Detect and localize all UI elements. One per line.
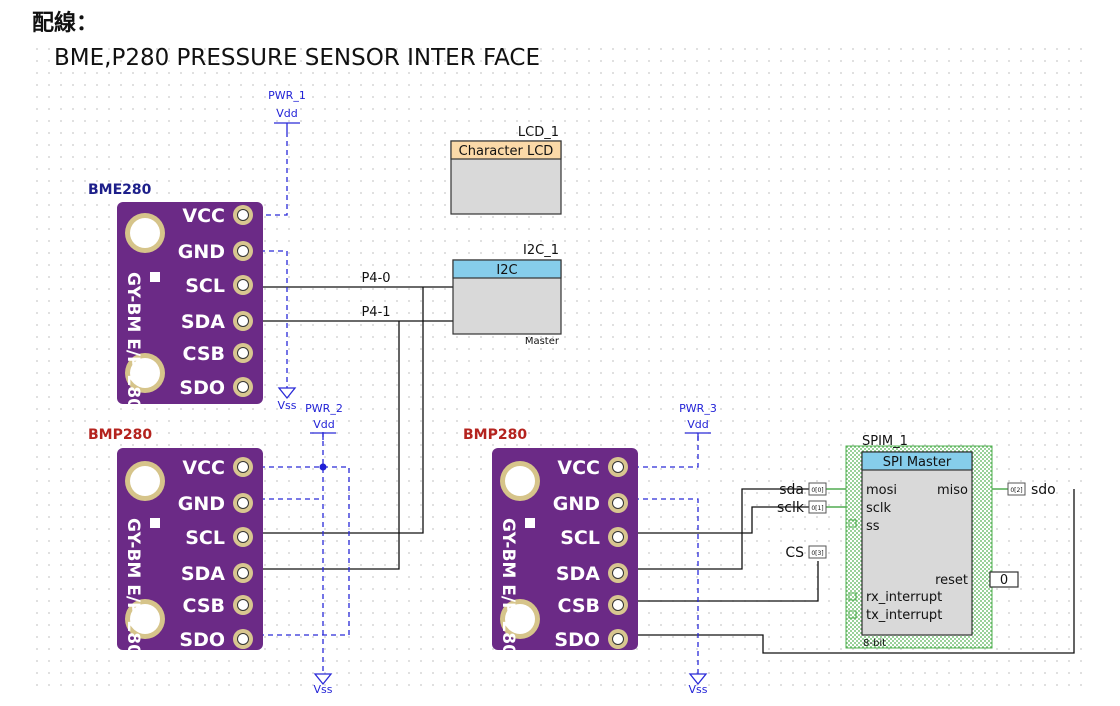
port-cs-index: 0[3] [811, 550, 823, 557]
board-title: BMP280 [463, 427, 527, 443]
heading: 配線： [32, 10, 98, 36]
sensor-board-bmp280-2: BMP280 GY-BM E/P 280 VCC GND SCL SDA CSB SDO [463, 427, 638, 656]
net-label-p4-0: P4-0 [361, 271, 390, 286]
pin-label-gnd: GND [553, 493, 600, 515]
wire-cs-spi [634, 561, 819, 602]
pwr-3-name: PWR_3 [679, 402, 717, 415]
pin-label-csb: CSB [183, 343, 225, 365]
chip-label: GY-BM E/P 280 [498, 518, 518, 656]
pin-label-gnd: GND [178, 493, 225, 515]
board-title: BMP280 [88, 427, 152, 443]
spi-pin-tx-interrupt: tx_interrupt [866, 608, 942, 623]
pin-label-sda: SDA [181, 311, 225, 333]
lcd-header: Character LCD [459, 144, 554, 159]
port-sclk-index: 0[1] [811, 505, 823, 512]
power-labels: PWR_1 Vdd PWR_2 Vdd PWR_3 Vdd Vss Vss Vs… [268, 89, 717, 696]
net-label-p4-1: P4-1 [361, 305, 390, 320]
spi-pin-ss: ss [866, 519, 880, 534]
port-cs-label: CS [785, 545, 804, 561]
spi-pin-rx-interrupt: rx_interrupt [866, 590, 942, 605]
pin-label-gnd: GND [178, 241, 225, 263]
wire-sdo-spi [634, 489, 1075, 654]
junction-dot [319, 463, 327, 471]
pin-label-sdo: SDO [179, 629, 225, 651]
sensor-board-bmp280-1: BMP280 GY-BM E/P 280 VCC GND SCL SDA CSB SDO [88, 427, 263, 656]
pin-label-csb: CSB [558, 595, 600, 617]
lcd-component[interactable]: LCD_1 Character LCD [450, 125, 562, 215]
lcd-instance: LCD_1 [518, 125, 559, 140]
vss-2: Vss [314, 683, 333, 696]
chip-label: GY-BM E/P 280 [123, 518, 143, 656]
wire-sclk-spi [634, 506, 810, 534]
i2c-component[interactable]: I2C_1 I2C Master [452, 243, 562, 347]
spi-pin-reset: reset [935, 573, 968, 588]
reset-constant[interactable]: 0 [989, 571, 1019, 588]
sensor-board-bme280: BME280 GY-BM E/P 280 VCC GND SCL SDA CSB SDO [88, 182, 263, 410]
pwr-1-name: PWR_1 [268, 89, 306, 102]
port-sclk-label: sclk [777, 500, 805, 516]
pin-label-scl: SCL [560, 527, 600, 549]
i2c-header: I2C [496, 263, 517, 278]
spi-pin-miso: miso [937, 483, 968, 498]
port-sda-label: sda [779, 482, 804, 498]
power-wires [260, 132, 699, 674]
chip-label: GY-BM E/P 280 [123, 272, 143, 410]
pwr-2-vdd: Vdd [313, 418, 335, 431]
board-title: BME280 [88, 182, 152, 198]
pwr-2-name: PWR_2 [305, 402, 343, 415]
pin-label-sda: SDA [556, 563, 600, 585]
wire-sda-bmp1 [260, 321, 400, 570]
pin-label-sdo: SDO [179, 377, 225, 399]
pin-label-scl: SCL [185, 275, 225, 297]
page-title: BME,P280 PRESSURE SENSOR INTER FACE [54, 45, 540, 71]
pin-label-sdo: SDO [554, 629, 600, 651]
spi-master-component[interactable]: SPIM_1 SPI Master mosi sclk ss rx_interr… [845, 434, 993, 649]
wire-scl-bmp1 [260, 287, 424, 534]
reset-value: 0 [1000, 573, 1008, 588]
pin-label-csb: CSB [183, 595, 225, 617]
port-sda-index: 0[0] [811, 487, 823, 494]
board-pcb [117, 202, 263, 404]
vss-1: Vss [278, 399, 297, 412]
spi-pin-mosi: mosi [866, 483, 897, 498]
pin-label-vcc: VCC [182, 457, 225, 479]
port-sdo-label: sdo [1031, 482, 1056, 498]
pin-label-vcc: VCC [557, 457, 600, 479]
spi-header: SPI Master [883, 455, 952, 470]
port-sdo-index: 0[2] [1010, 487, 1022, 494]
spi-footer: 8-bit [863, 638, 886, 649]
pin-label-sda: SDA [181, 563, 225, 585]
vss-3: Vss [689, 683, 708, 696]
i2c-footer: Master [525, 336, 560, 347]
pin-label-scl: SCL [185, 527, 225, 549]
pin-label-vcc: VCC [182, 205, 225, 227]
wire-sda-spi [634, 488, 810, 570]
io-ports[interactable]: sda 0[0] sclk 0[1] CS 0[3] 0[2] sdo [777, 482, 1056, 561]
spi-instance: SPIM_1 [862, 434, 908, 449]
pwr-3-vdd: Vdd [687, 418, 709, 431]
i2c-instance: I2C_1 [523, 243, 559, 258]
spi-pin-sclk: sclk [866, 501, 892, 516]
pwr-1-vdd: Vdd [276, 107, 298, 120]
